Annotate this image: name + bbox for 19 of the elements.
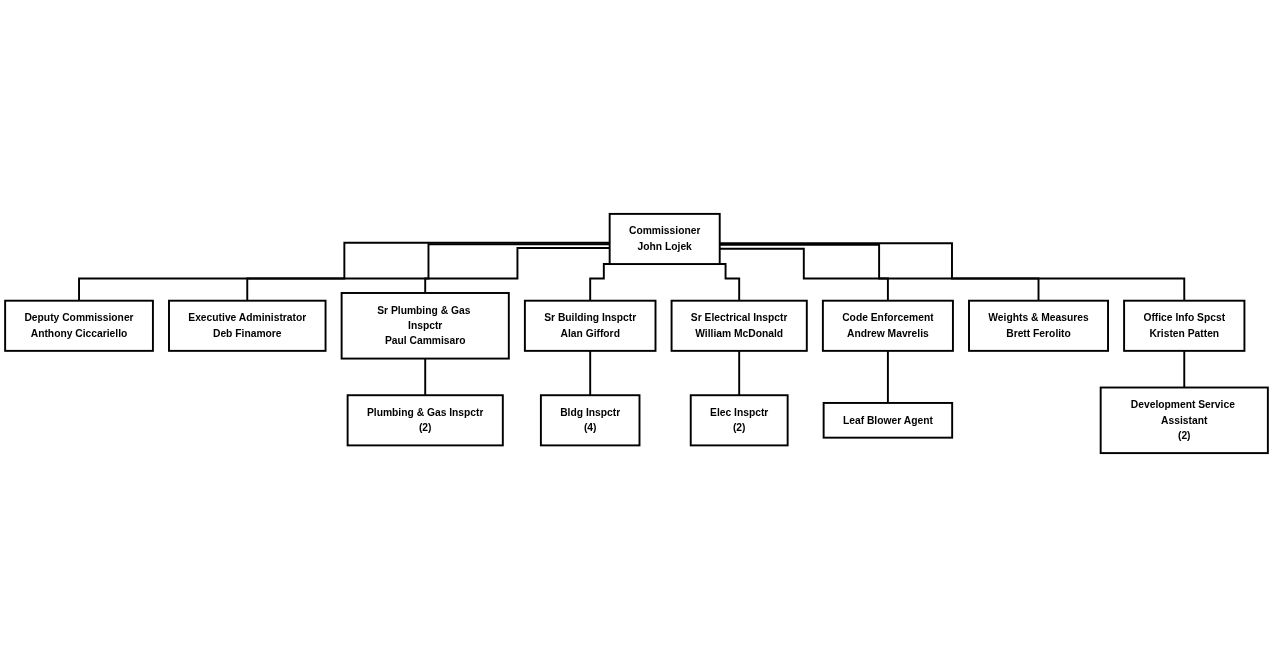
node-box: Elec Inspctr (2) xyxy=(689,394,789,447)
node-box: Development Service Assistant (2) xyxy=(1099,386,1269,455)
node-box: Executive Administrator Deb Finamore xyxy=(168,299,327,352)
node-box: Bldg Inspctr (4) xyxy=(539,394,641,447)
node-box: Leaf Blower Agent xyxy=(822,402,954,439)
node-box: Sr Plumbing & Gas Inspctr Paul Cammisaro xyxy=(340,292,510,360)
connector xyxy=(589,349,592,397)
node-box: Deputy Commissioner Anthony Ciccariello xyxy=(4,299,154,352)
node-box: Sr Building Inspctr Alan Gifford xyxy=(523,299,657,352)
node-box: Commissioner John Lojek xyxy=(608,212,721,265)
connector xyxy=(738,349,741,397)
node-box: Weights & Measures Brett Ferolito xyxy=(968,299,1109,352)
connector xyxy=(886,349,889,404)
node-box: Plumbing & Gas Inspctr (2) xyxy=(346,394,504,447)
connector xyxy=(424,357,427,397)
node-box: Sr Electrical Inspctr William McDonald xyxy=(670,299,808,352)
connector xyxy=(1183,349,1186,389)
node-box: Code Enforcement Andrew Mavrelis xyxy=(821,299,954,352)
node-box: Office Info Spcst Kristen Patten xyxy=(1123,299,1246,352)
